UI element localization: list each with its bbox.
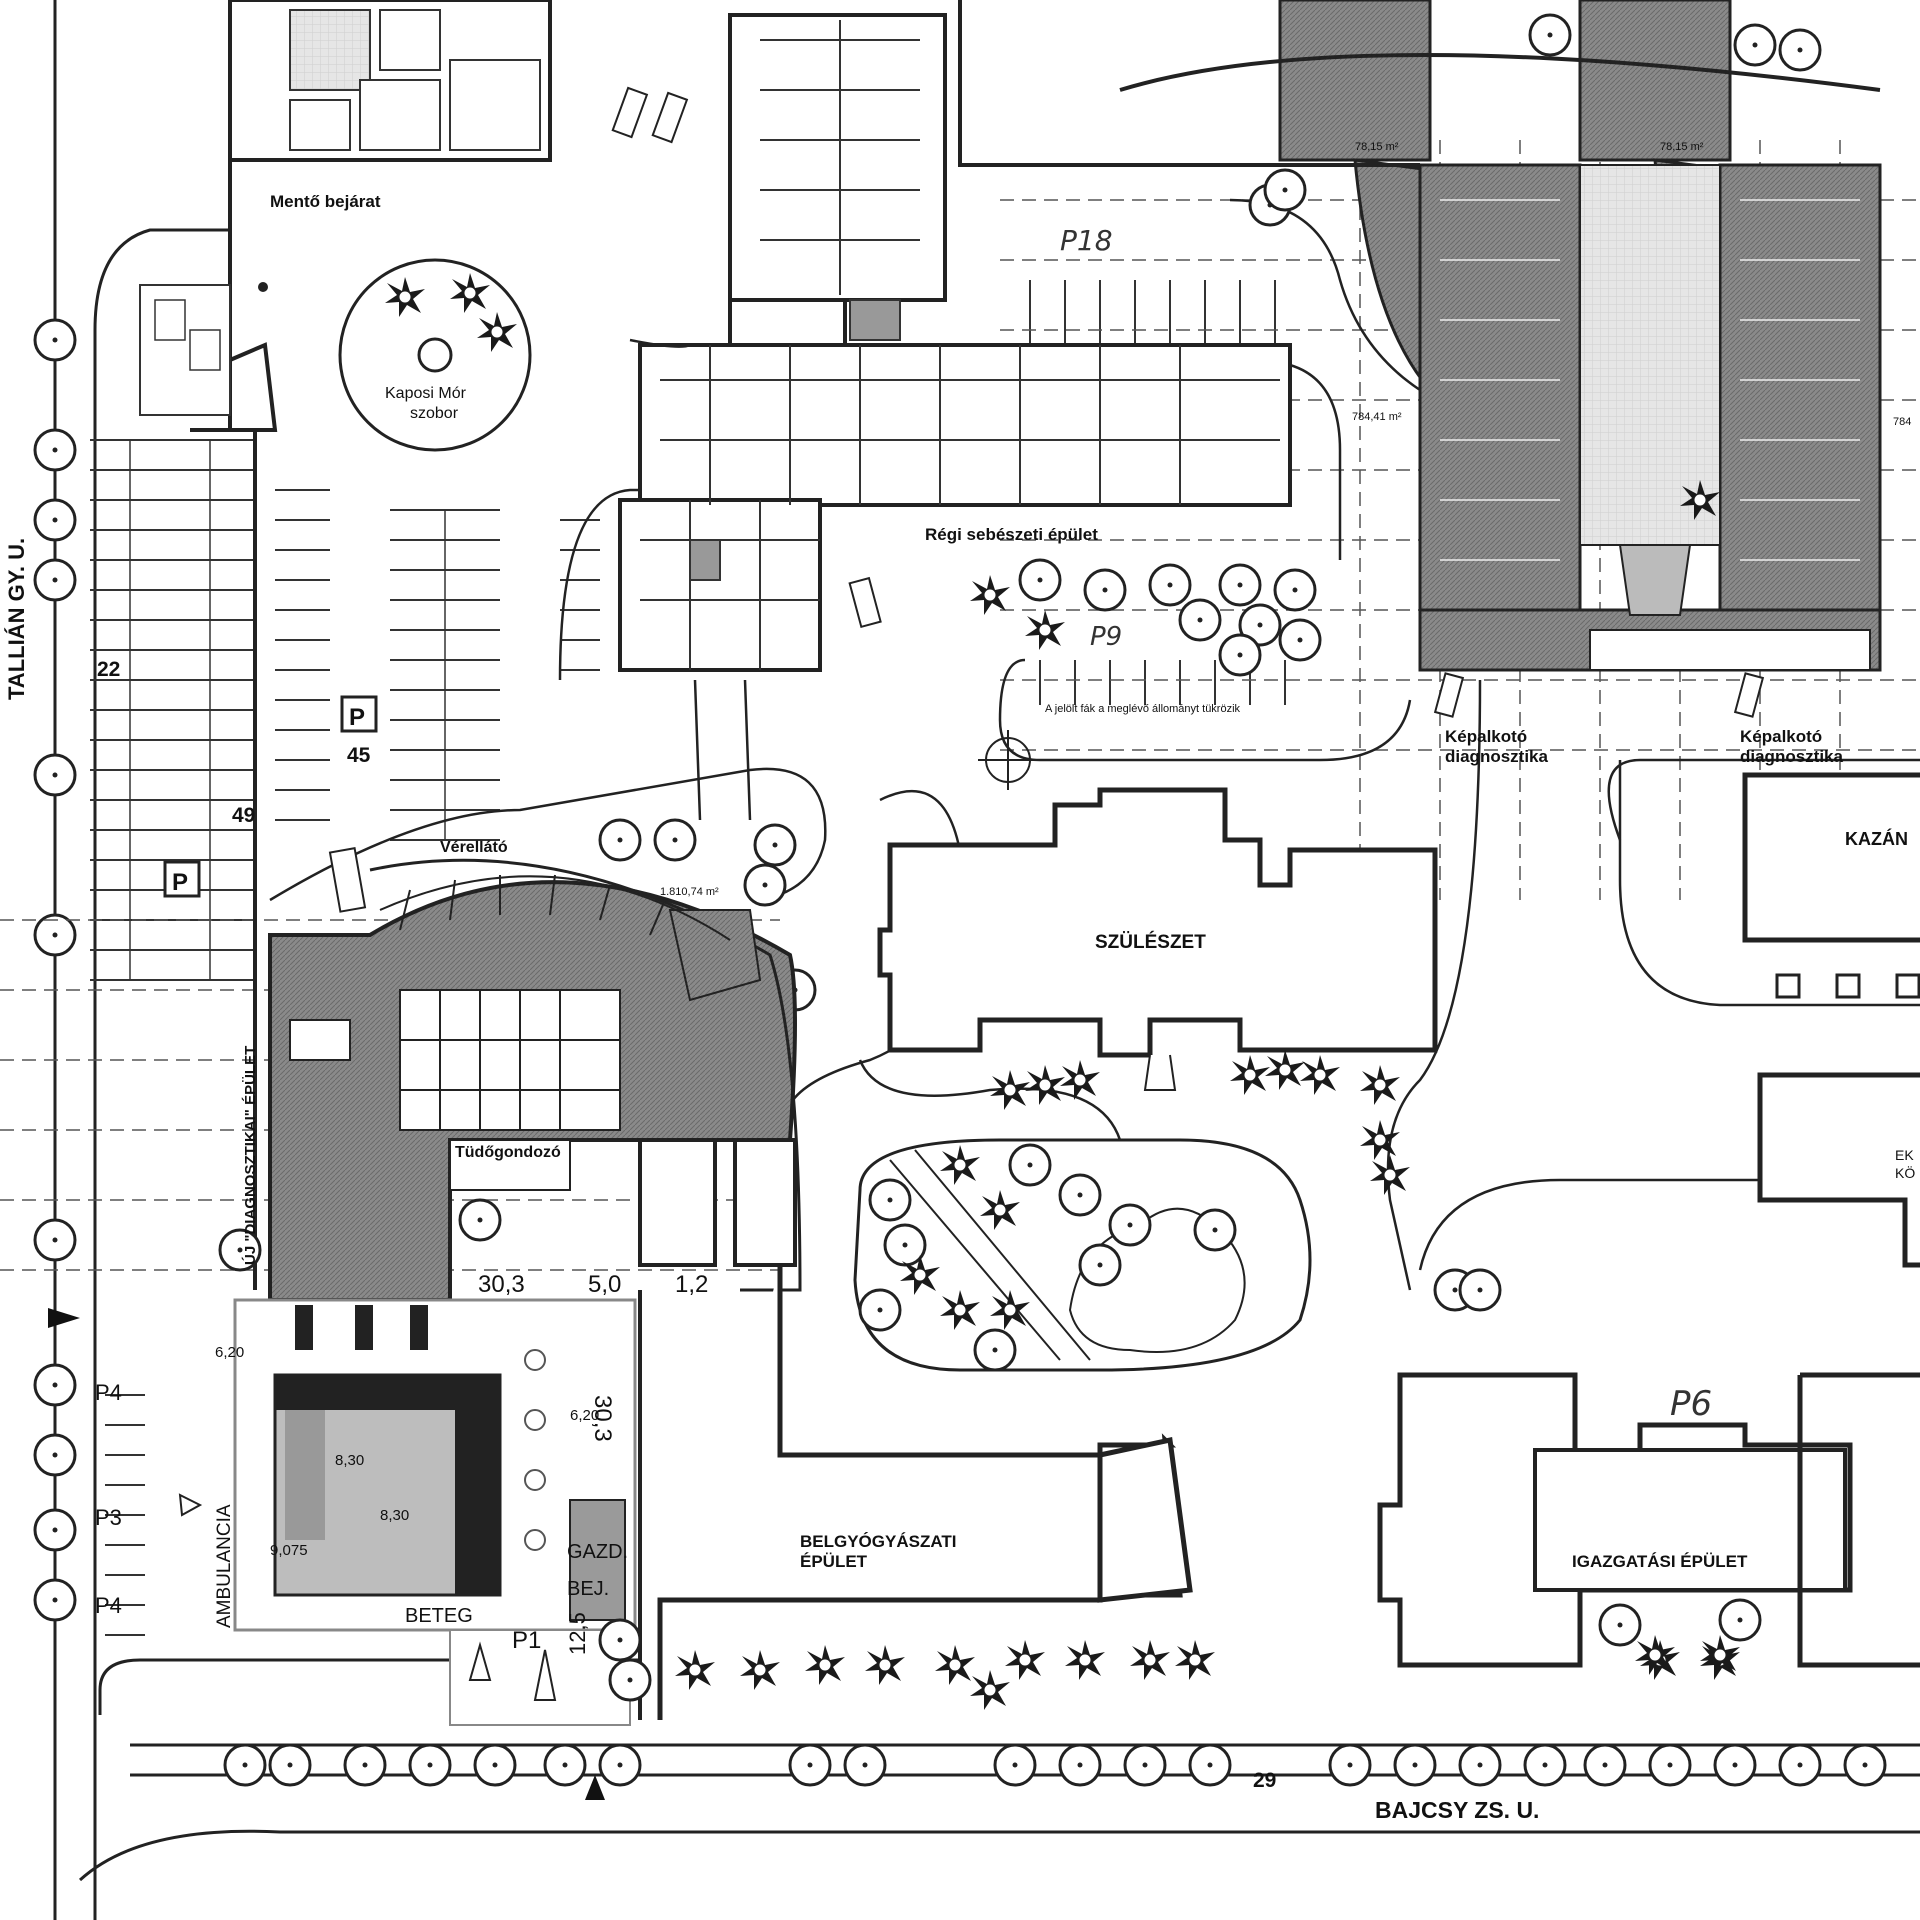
kazan-building — [1742, 772, 1920, 999]
vehicles — [611, 86, 1765, 718]
label-edge-2: KÖ — [1895, 1164, 1915, 1181]
new-wings-top-right — [958, 0, 1882, 672]
label-belgyogyaszati-2: ÉPÜLET — [800, 1552, 868, 1571]
existing-building-top-left — [228, 0, 552, 162]
label-p1: P1 — [512, 1627, 541, 1654]
label-regi-sebeszeti: Régi sebészeti épület — [925, 525, 1098, 544]
oval-garden — [853, 1138, 1312, 1372]
ambulance-block — [233, 1290, 642, 1726]
dim-6-20-b: 6,20 — [570, 1407, 599, 1424]
label-p9-note: A jelölt fák a meglévő állományt tükrözi… — [1045, 703, 1241, 715]
label-p6: P6 — [1670, 1384, 1712, 1424]
parking-sign-2: P — [163, 860, 201, 898]
label-tallian-street: TALLIÁN GY. U. — [4, 538, 29, 700]
old-surgery-building — [618, 13, 1292, 672]
dim-8-30-a: 8,30 — [335, 1452, 364, 1469]
dim-6-20-a: 6,20 — [215, 1344, 244, 1361]
label-kepalkoto-2b: diagnosztika — [1740, 747, 1844, 766]
label-num-49: 49 — [232, 804, 255, 827]
trees-p9 — [969, 558, 1322, 677]
label-beteg: BETEG — [405, 1605, 473, 1627]
parking-sign-2-text: P — [172, 869, 188, 896]
label-bajcsy-street: BAJCSY ZS. U. — [1375, 1797, 1539, 1823]
label-tudogondozo: Tüdőgondozó — [455, 1144, 561, 1161]
label-area-5: 784 — [1893, 416, 1911, 428]
label-kepalkoto-1b: diagnosztika — [1445, 747, 1549, 766]
label-mento-bejarat: Mentő bejárat — [270, 192, 381, 211]
dim-1-2: 1,2 — [675, 1271, 708, 1298]
igazgatasi-building — [1377, 1372, 1920, 1676]
label-area-2: 78,15 m² — [1355, 141, 1399, 153]
label-num-22: 22 — [97, 658, 120, 681]
label-area-3: 78,15 m² — [1660, 141, 1704, 153]
label-ambulancia: AMBULANCIA — [214, 1504, 235, 1628]
label-p4-b: P4 — [95, 1593, 122, 1618]
dim-9-075: 9,075 — [270, 1542, 308, 1559]
label-szobor: szobor — [410, 405, 459, 422]
label-kaposi-mor: Kaposi Mór — [385, 385, 467, 402]
entrance-markers — [48, 1308, 605, 1800]
parking-stalls — [90, 280, 1286, 1636]
label-kepalkoto-2a: Képalkotó — [1740, 727, 1822, 746]
street-trees-bajcsy — [223, 1743, 1887, 1787]
label-p3: P3 — [95, 1505, 122, 1530]
ambulance-entrance-wall — [139, 160, 278, 1290]
label-gazd: GAZD. — [567, 1541, 628, 1563]
dim-12-5: 12,5 — [565, 1612, 590, 1655]
dim-30-3-a: 30,3 — [478, 1271, 525, 1298]
compass-mark — [978, 730, 1038, 790]
label-belgyogyaszati-1: BELGYÓGYÁSZATI — [800, 1532, 956, 1551]
label-p9: P9 — [1090, 622, 1122, 652]
label-p4-a: P4 — [95, 1380, 122, 1405]
parking-sign-1: P — [340, 695, 378, 733]
label-verellato: Vérellátó — [440, 839, 508, 856]
dim-5-0: 5,0 — [588, 1271, 621, 1298]
connector-blocks — [638, 1138, 797, 1267]
new-diagnostic-building — [268, 847, 802, 1302]
szuleszet-building — [877, 787, 1438, 1091]
label-area-4: 784,41 m² — [1352, 411, 1402, 423]
label-igazgatasi: IGAZGATÁSI ÉPÜLET — [1572, 1552, 1748, 1571]
label-p18: P18 — [1060, 224, 1113, 257]
label-num-45: 45 — [347, 744, 371, 767]
label-kepalkoto-1a: Képalkotó — [1445, 727, 1527, 746]
label-kazan: KAZÁN — [1845, 828, 1908, 849]
label-area-1: 1.810,74 m² — [660, 886, 719, 898]
label-szuleszet: SZÜLÉSZET — [1095, 931, 1206, 953]
parking-sign-1-text: P — [349, 704, 365, 731]
label-num-29: 29 — [1253, 1769, 1276, 1792]
dim-8-30-b: 8,30 — [380, 1507, 409, 1524]
label-edge-1: EK — [1895, 1147, 1914, 1163]
dim-30-3-b: 30,3 — [589, 1395, 616, 1442]
belgyogyaszati-building — [657, 1265, 1193, 1720]
right-edge-building — [1757, 1072, 1920, 1268]
kaposi-statue-plaza — [338, 258, 532, 452]
label-bej: BEJ. — [567, 1578, 609, 1600]
label-new-building: ÚJ "DIAGNOSZTIKAI" ÉPÜLET — [241, 1046, 259, 1265]
